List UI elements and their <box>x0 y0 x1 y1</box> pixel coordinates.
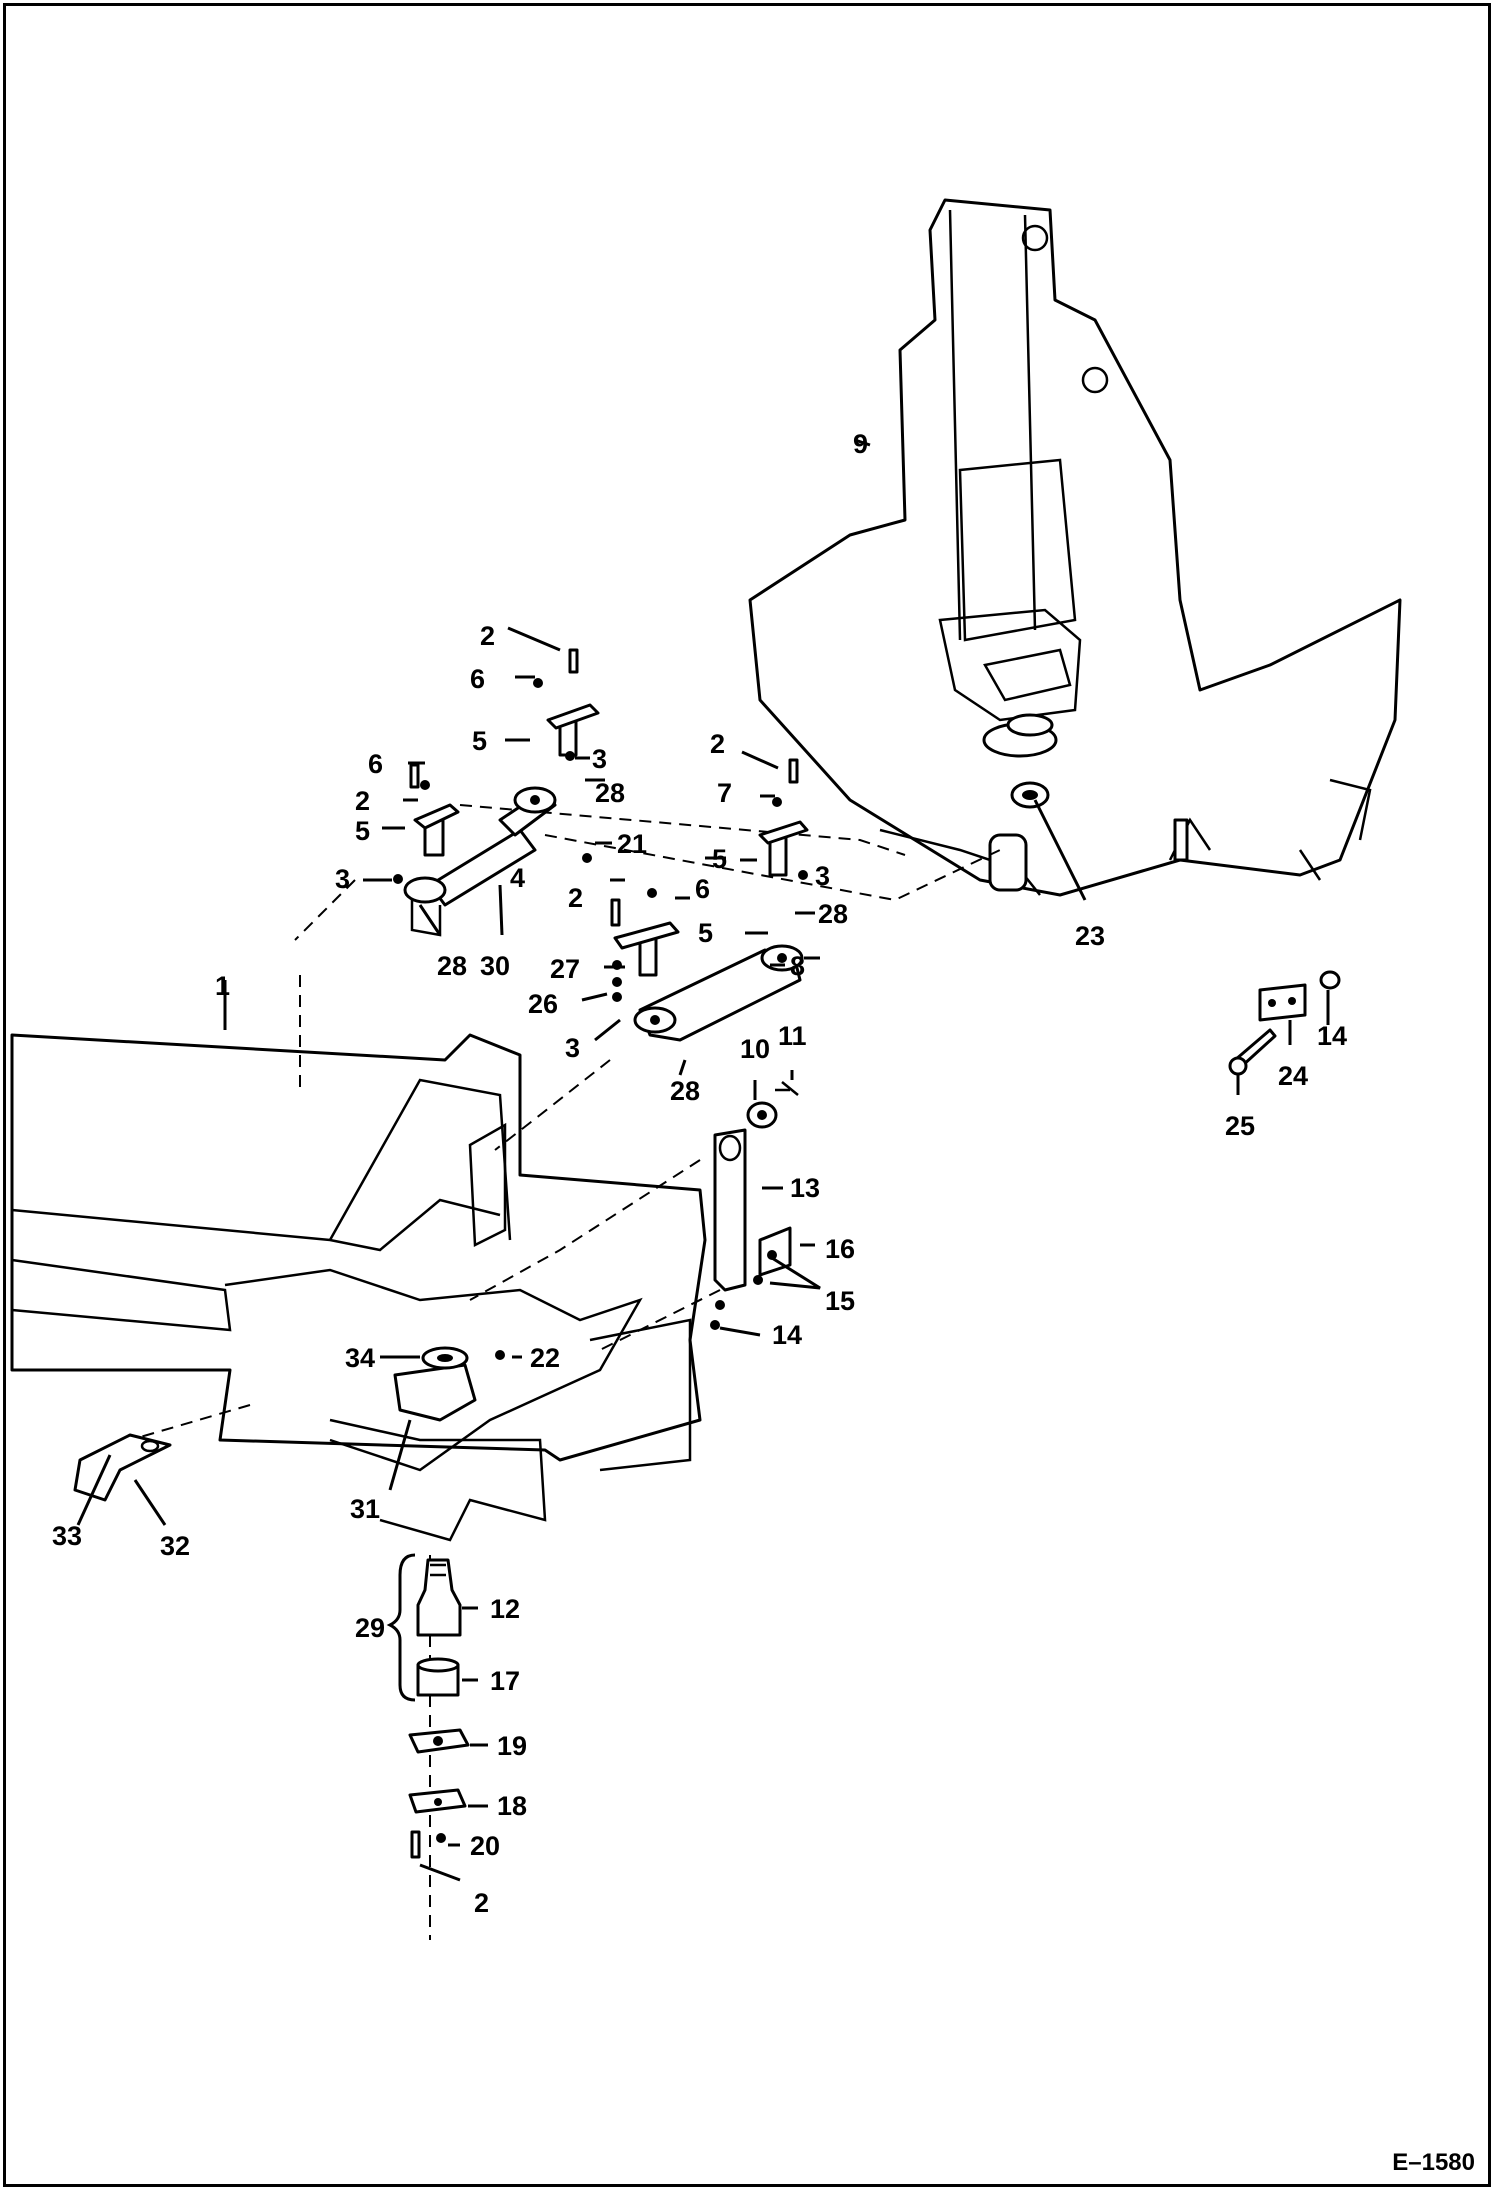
pivot-pin-group-left <box>393 648 600 884</box>
callout-5: 5 <box>355 816 370 846</box>
callout-17: 17 <box>490 1666 520 1696</box>
callout-labels: 1 2 2 2 2 2 3 3 3 3 4 5 5 5 5 6 6 6 7 8 … <box>52 429 1347 1918</box>
callout-13: 13 <box>790 1173 820 1203</box>
callout-20: 20 <box>470 1831 500 1861</box>
callout-32: 32 <box>160 1531 190 1561</box>
lower-pivot-stack <box>386 1346 505 1859</box>
callout-22: 22 <box>530 1343 560 1373</box>
callout-28: 28 <box>437 951 467 981</box>
callout-9: 9 <box>853 429 868 459</box>
callout-2: 2 <box>710 729 725 759</box>
callout-27: 27 <box>550 954 580 984</box>
callout-12: 12 <box>490 1594 520 1624</box>
callout-31: 31 <box>350 1494 380 1524</box>
pivot-pin-group-right <box>758 758 809 880</box>
figure-reference: E–1580 <box>1392 2149 1475 2176</box>
callout-11: 11 <box>778 1021 807 1051</box>
callout-29: 29 <box>355 1613 385 1643</box>
callout-6: 6 <box>368 749 383 779</box>
callout-30: 30 <box>480 951 510 981</box>
callout-26: 26 <box>528 989 558 1019</box>
callout-18: 18 <box>497 1791 527 1821</box>
callout-28: 28 <box>670 1076 700 1106</box>
callout-2: 2 <box>474 1888 489 1918</box>
callout-5: 5 <box>712 844 727 874</box>
arm-8 <box>633 944 804 1042</box>
cylinder-4 <box>403 786 557 937</box>
callout-3: 3 <box>815 861 830 891</box>
callout-5: 5 <box>472 726 487 756</box>
callout-10: 10 <box>740 1034 770 1064</box>
callout-7: 7 <box>717 778 732 808</box>
callout-2: 2 <box>355 786 370 816</box>
callout-25: 25 <box>1225 1111 1255 1141</box>
callout-3: 3 <box>565 1033 580 1063</box>
plate-24-assembly <box>1228 970 1341 1076</box>
leader-lines <box>76 438 1330 1882</box>
callout-28: 28 <box>595 778 625 808</box>
callout-33: 33 <box>52 1521 82 1551</box>
callout-1: 1 <box>215 971 230 1001</box>
bushing-23 <box>1010 781 1050 809</box>
callout-21: 21 <box>617 829 647 859</box>
callout-14: 14 <box>1317 1021 1347 1051</box>
callout-19: 19 <box>497 1731 527 1761</box>
callout-16: 16 <box>825 1234 855 1264</box>
callout-34: 34 <box>345 1343 375 1373</box>
bracket-32-33 <box>73 1433 172 1502</box>
callout-3: 3 <box>592 744 607 774</box>
callout-5: 5 <box>698 918 713 948</box>
callout-8: 8 <box>790 951 805 981</box>
callout-2: 2 <box>568 883 583 913</box>
callout-23: 23 <box>1075 921 1105 951</box>
callout-6: 6 <box>695 874 710 904</box>
callout-2: 2 <box>480 621 495 651</box>
callout-3: 3 <box>335 864 350 894</box>
tower-part <box>748 198 1402 897</box>
main-frame-part <box>10 1033 707 1542</box>
strap-13 <box>710 1081 799 1330</box>
callout-14: 14 <box>772 1320 802 1350</box>
callout-15: 15 <box>825 1286 855 1316</box>
callout-4: 4 <box>510 863 525 893</box>
callout-24: 24 <box>1278 1061 1308 1091</box>
callout-28: 28 <box>818 899 848 929</box>
callout-6: 6 <box>470 664 485 694</box>
pivot-pin-group-center <box>582 853 680 1002</box>
diagram-frame <box>3 3 1491 2187</box>
